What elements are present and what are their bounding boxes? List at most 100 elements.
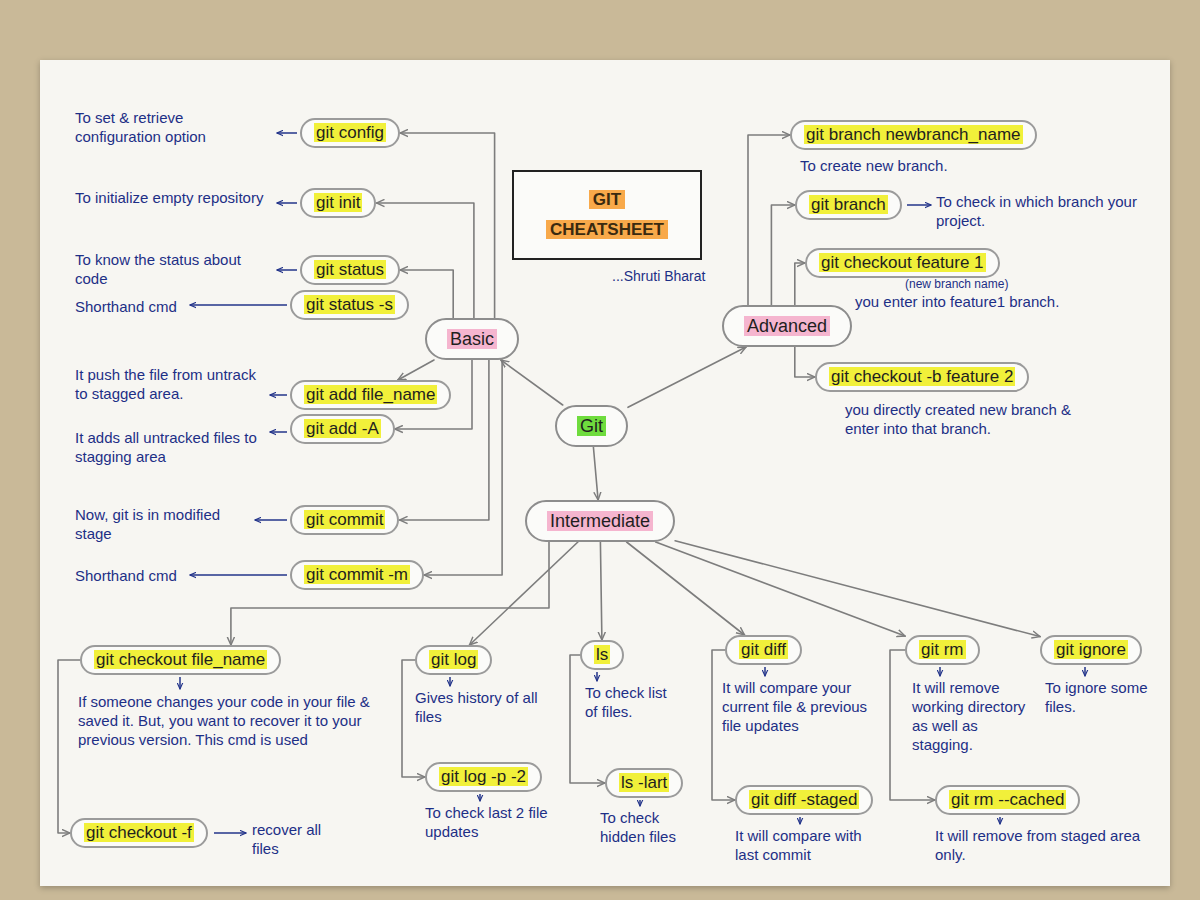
- diagram-title: GIT CHEATSHEET: [546, 190, 668, 239]
- leader-arrow: [190, 304, 287, 306]
- command-box: git checkout -b feature 2: [815, 362, 1029, 392]
- command-box: git rm --cached: [935, 785, 1080, 815]
- leader-arrow: [479, 794, 481, 801]
- command-box: git add -A: [290, 414, 395, 444]
- topic-cloud: Intermediate: [525, 500, 675, 542]
- mindmap-connector: [470, 542, 578, 645]
- topic-cloud: Git: [555, 405, 628, 447]
- command-text: git status: [314, 260, 386, 279]
- description-text: It push the file from untrack to stagged…: [75, 365, 265, 403]
- command-text: git checkout file_name: [94, 650, 267, 669]
- mindmap-connector: [627, 542, 745, 635]
- description-text: To create new branch.: [800, 156, 1130, 175]
- command-box: git branch: [795, 190, 902, 220]
- leader-arrow: [596, 672, 598, 681]
- topic-cloud: Basic: [425, 318, 519, 360]
- command-text: ls -lart: [619, 773, 669, 792]
- topic-text: Git: [577, 416, 606, 436]
- leader-arrow: [907, 204, 931, 206]
- command-box: git rm: [905, 635, 980, 665]
- command-text: git checkout feature 1: [819, 253, 986, 272]
- command-text: git diff: [739, 640, 788, 659]
- topic-text: Basic: [447, 329, 497, 349]
- command-text: git commit -m: [304, 565, 410, 584]
- mindmap-connector: [675, 541, 1040, 637]
- title-box: GIT CHEATSHEET: [512, 170, 702, 260]
- command-text: git branch newbranch_name: [804, 125, 1023, 144]
- description-text: recover all files: [252, 820, 342, 858]
- description-text: you enter into feature1 branch.: [855, 292, 1070, 311]
- mindmap-connector: [231, 542, 549, 645]
- leader-arrow: [277, 269, 297, 271]
- description-text: To check last 2 file updates: [425, 803, 560, 841]
- description-text: It will remove from staged area only.: [935, 826, 1150, 864]
- command-box: git checkout feature 1: [805, 248, 1000, 278]
- command-text: git log -p -2: [439, 767, 528, 786]
- command-box: git init: [300, 188, 376, 218]
- leader-arrow: [255, 519, 287, 521]
- command-box: ls -lart: [605, 768, 683, 798]
- description-text: To check list of files.: [585, 683, 675, 721]
- description-text: Shorthand cmd: [75, 566, 235, 585]
- description-text: If someone changes your code in your fil…: [78, 692, 390, 749]
- mindmap-connector: [593, 447, 598, 500]
- mindmap-connector: [795, 347, 815, 377]
- leader-arrow: [277, 202, 297, 204]
- mindmap-connector: [795, 263, 805, 305]
- mindmap-connector: [400, 270, 453, 318]
- command-text: git init: [314, 193, 362, 212]
- command-box: git diff: [725, 635, 802, 665]
- description-text: To ignore some files.: [1045, 678, 1150, 716]
- mindmap-connector: [398, 360, 434, 380]
- mindmap-connector: [400, 133, 495, 318]
- command-box: git commit -m: [290, 560, 424, 590]
- command-text: git rm --cached: [949, 790, 1066, 809]
- description-text: To know the status about code: [75, 250, 270, 288]
- command-text: ls: [594, 645, 610, 664]
- mindmap-connector: [58, 660, 80, 833]
- leader-arrow: [639, 800, 641, 806]
- description-text: Now, git is in modified stage: [75, 505, 245, 543]
- description-text: It will remove working directory as well…: [912, 678, 1032, 754]
- description-text: Gives history of all files: [415, 688, 545, 726]
- command-text: git ignore: [1054, 640, 1128, 659]
- description-text: It will compare with last commit: [735, 826, 885, 864]
- description-text: To set & retrieve configuration option: [75, 108, 270, 146]
- leader-arrow: [999, 817, 1001, 824]
- mindmap-connector: [656, 542, 905, 636]
- leader-arrow: [179, 677, 181, 689]
- leader-arrow: [190, 574, 287, 576]
- topic-cloud: Advanced: [722, 305, 852, 347]
- command-text: git config: [314, 123, 386, 142]
- description-text: (new branch name): [905, 277, 1055, 292]
- description-text: you directly created new branch & enter …: [845, 400, 1085, 438]
- leader-arrow: [939, 667, 941, 676]
- description-text: To initialize empty repository: [75, 188, 270, 207]
- command-text: git add file_name: [304, 385, 437, 404]
- description-text: To check hidden files: [600, 808, 700, 846]
- command-text: git status -s: [304, 295, 395, 314]
- topic-text: Advanced: [744, 316, 830, 336]
- leader-arrow: [270, 431, 287, 433]
- command-box: git checkout file_name: [80, 645, 281, 675]
- title-wrap: GIT CHEATSHEET: [545, 185, 670, 245]
- mindmap-connector: [628, 347, 746, 407]
- description-text: Shorthand cmd: [75, 297, 235, 316]
- command-box: git status -s: [290, 290, 409, 320]
- command-box: git checkout -f: [70, 818, 208, 848]
- command-text: git diff -staged: [749, 790, 859, 809]
- mindmap-connector: [748, 135, 790, 305]
- mindmap-connector: [600, 542, 602, 640]
- mindmap-connector: [771, 205, 795, 305]
- command-box: git status: [300, 255, 400, 285]
- mindmap-connector: [501, 360, 563, 405]
- leader-arrow: [277, 132, 297, 134]
- topic-text: Intermediate: [547, 511, 653, 531]
- command-box: git add file_name: [290, 380, 451, 410]
- command-text: git checkout -b feature 2: [829, 367, 1015, 386]
- leader-arrow: [1084, 667, 1086, 676]
- leader-arrow: [449, 677, 451, 686]
- command-box: git branch newbranch_name: [790, 120, 1037, 150]
- command-box: git commit: [290, 505, 399, 535]
